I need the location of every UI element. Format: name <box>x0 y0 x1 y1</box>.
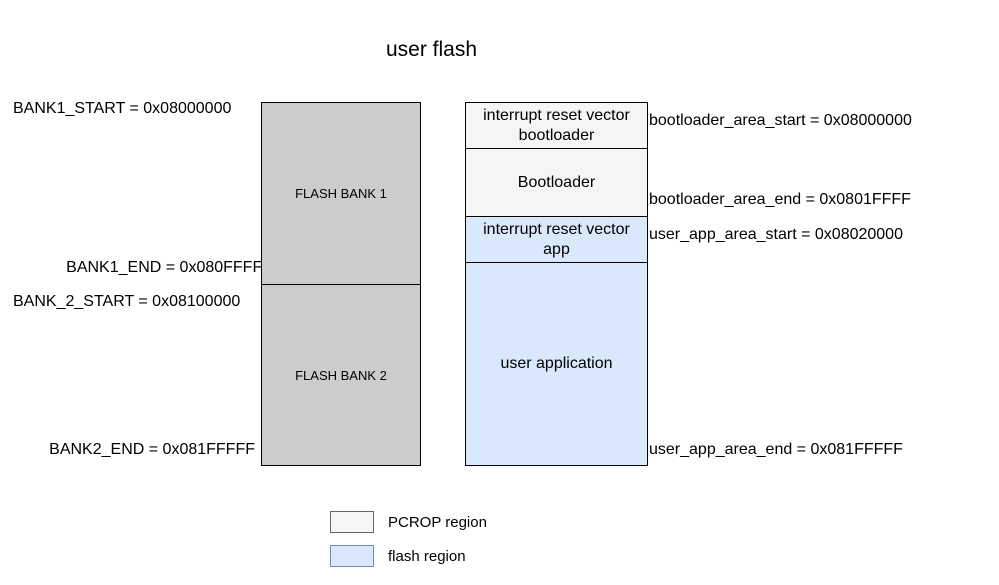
flash-bank-2: FLASH BANK 2 <box>262 285 420 465</box>
label-user-app-area-start: user_app_area_start = 0x08020000 <box>649 226 903 243</box>
legend-label-pcrop: PCROP region <box>388 514 487 531</box>
label-bank1-start: BANK1_START = 0x08000000 <box>13 100 232 117</box>
legend-swatch-flash <box>330 545 374 567</box>
region-user-application: user application <box>466 263 647 465</box>
flash-bank-1: FLASH BANK 1 <box>262 103 420 285</box>
flash-bank-2-label: FLASH BANK 2 <box>295 367 387 383</box>
memory-region-column: interrupt reset vector bootloader Bootlo… <box>465 102 648 466</box>
flash-bank-column: FLASH BANK 1 FLASH BANK 2 <box>261 102 421 466</box>
legend-swatch-pcrop <box>330 511 374 533</box>
label-bank1-end: BANK1_END = 0x080FFFFF <box>66 259 272 276</box>
region-user-application-label: user application <box>500 355 613 372</box>
region-ivb-line1: interrupt reset vector <box>483 106 630 124</box>
label-bank2-start: BANK_2_START = 0x08100000 <box>13 293 241 310</box>
region-interrupt-vector-app: interrupt reset vector app <box>466 217 647 263</box>
legend-label-flash: flash region <box>388 548 466 565</box>
region-iva-line2: app <box>543 240 570 258</box>
label-bootloader-area-start: bootloader_area_start = 0x08000000 <box>649 112 912 129</box>
region-bootloader-label: Bootloader <box>517 173 596 191</box>
label-user-app-area-end: user_app_area_end = 0x081FFFFF <box>649 441 903 458</box>
region-iva-line1: interrupt reset vector <box>483 220 630 238</box>
region-ivb-line2: bootloader <box>518 126 595 144</box>
region-bootloader: Bootloader <box>466 149 647 217</box>
label-bootloader-area-end: bootloader_area_end = 0x0801FFFF <box>649 191 911 208</box>
region-interrupt-vector-bootloader: interrupt reset vector bootloader <box>466 103 647 149</box>
flash-bank-1-label: FLASH BANK 1 <box>295 186 387 201</box>
diagram-title: user flash <box>385 38 478 61</box>
label-bank2-end: BANK2_END = 0x081FFFFF <box>49 441 255 458</box>
